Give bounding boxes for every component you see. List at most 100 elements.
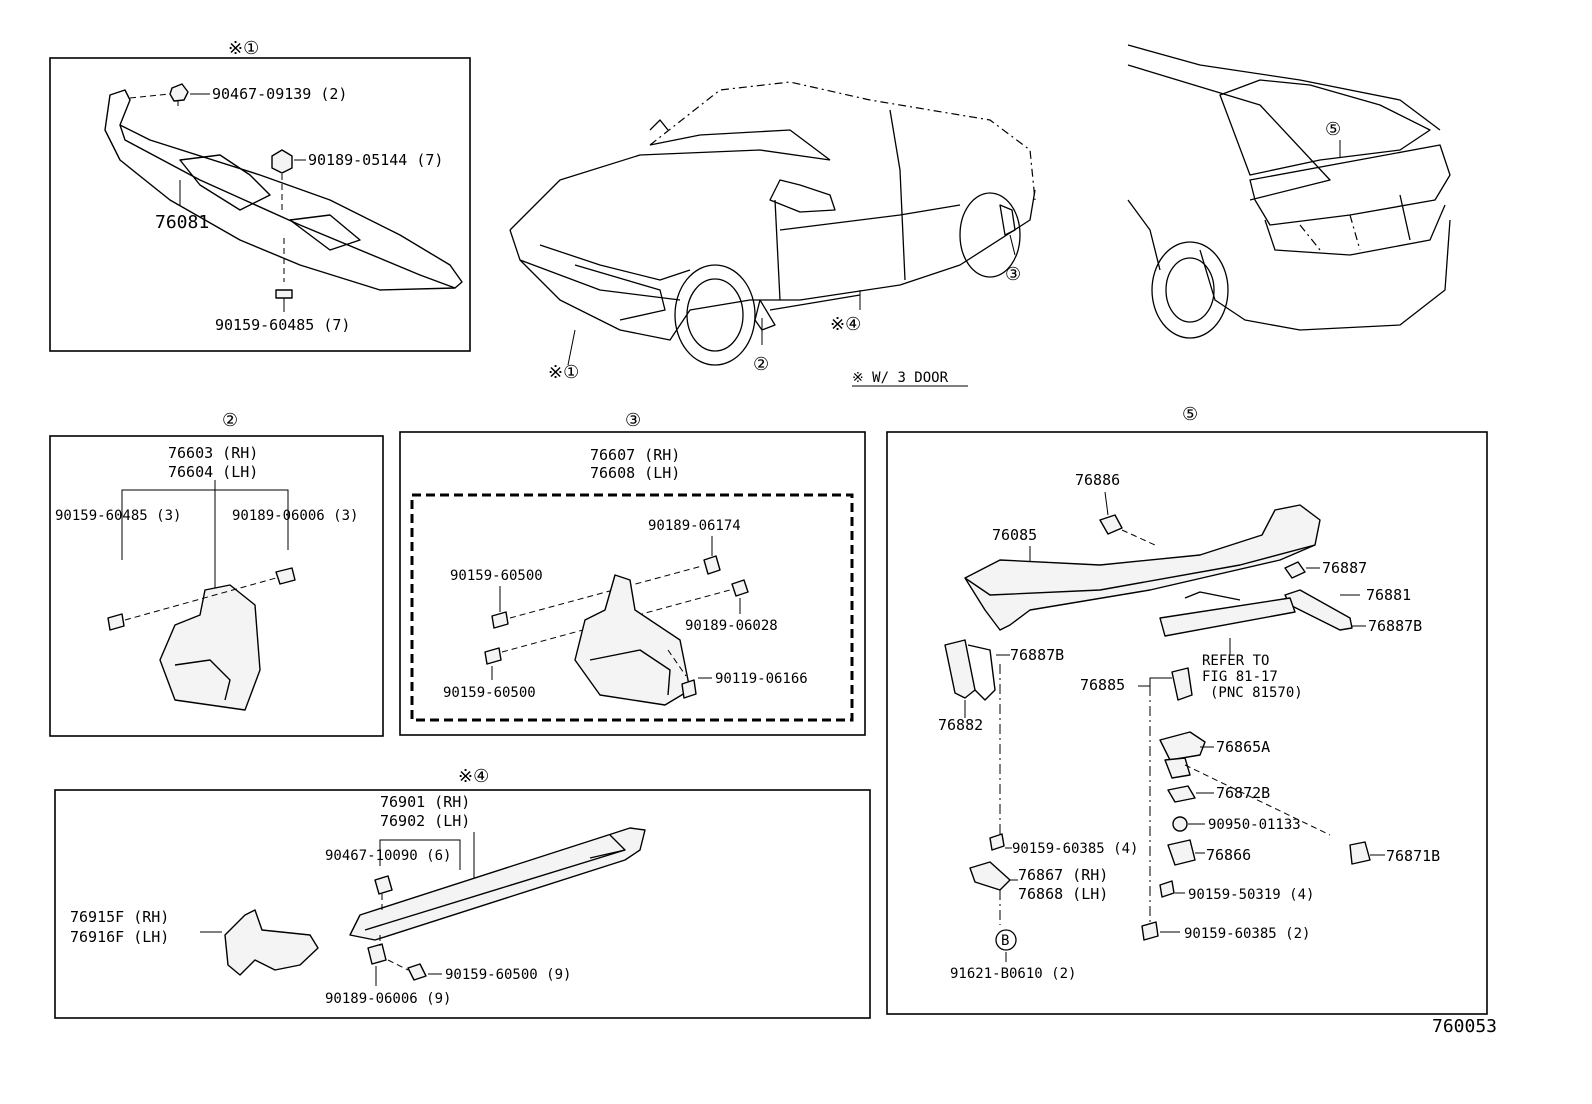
label-76871b: 76871B — [1386, 847, 1440, 865]
bolt-icon — [1159, 880, 1175, 898]
label-76866: 76866 — [1206, 846, 1251, 864]
nut-icon — [731, 579, 749, 597]
car-callout-4: ※④ — [830, 314, 861, 335]
refer-line-3: (PNC 81570) — [1210, 685, 1303, 701]
label-90159-60500-top: 90159-60500 — [450, 568, 543, 584]
section-mark-4: ※④ — [458, 766, 489, 787]
grommet-icon — [1171, 667, 1193, 701]
label-76085: 76085 — [992, 526, 1037, 544]
label-76887b-right: 76887B — [1368, 617, 1422, 635]
label-76916f: 76916F (LH) — [70, 928, 169, 946]
label-90189-05144: 90189-05144 (7) — [308, 151, 443, 169]
nut-icon — [275, 567, 296, 585]
label-76882: 76882 — [938, 716, 983, 734]
label-76886: 76886 — [1075, 471, 1120, 489]
refer-line-2: FIG 81-17 — [1202, 669, 1278, 685]
label-90159-60500-bottom: 90159-60500 — [443, 685, 536, 701]
panel-5-frame — [886, 431, 1488, 1015]
bolt-mark-b: B — [1001, 933, 1009, 949]
front-spoiler-part — [104, 89, 463, 291]
label-90159-60485-p1: 90159-60485 (7) — [215, 316, 350, 334]
panel-1-frame — [49, 57, 471, 352]
label-90159-50319: 90159-50319 (4) — [1188, 887, 1314, 903]
label-90950-01133: 90950-01133 — [1208, 817, 1301, 833]
label-76915f: 76915F (RH) — [70, 908, 169, 926]
bolt-icon — [491, 611, 509, 629]
label-90189-06028: 90189-06028 — [685, 618, 778, 634]
car-rear-illustration — [1127, 44, 1451, 339]
stay-icon — [1167, 839, 1196, 866]
pad-icon — [1284, 561, 1306, 579]
rear-mudguard-part — [574, 574, 691, 706]
label-90159-60500-p4: 90159-60500 (9) — [445, 967, 571, 983]
bolt-icon — [107, 613, 125, 631]
panel-2-frame — [49, 435, 384, 737]
section-mark-5: ⑤ — [1182, 404, 1198, 425]
bolt-icon — [275, 289, 293, 312]
front-mudguard-part — [159, 584, 261, 711]
label-90467-10090: 90467-10090 (6) — [325, 848, 451, 864]
car-callout-2: ② — [753, 354, 769, 375]
nut-icon — [271, 149, 293, 174]
stop-lamp-part — [1159, 591, 1296, 637]
label-76881: 76881 — [1366, 586, 1411, 604]
refer-line-1: REFER TO — [1202, 653, 1269, 669]
bolt-icon — [407, 963, 427, 981]
car-front-illustration — [509, 81, 1036, 366]
label-90119-06166: 90119-06166 — [715, 671, 808, 687]
nut-icon — [367, 943, 387, 965]
label-76902: 76902 (LH) — [380, 812, 470, 830]
section-mark-1: ※① — [228, 38, 259, 59]
bolt-icon — [484, 647, 502, 665]
gasket-icon — [1167, 785, 1196, 803]
label-76608: 76608 (LH) — [590, 464, 680, 482]
label-76603: 76603 (RH) — [168, 444, 258, 462]
label-76867: 76867 (RH) — [1018, 866, 1108, 884]
rocker-moulding-part — [349, 827, 646, 941]
bolt-icon — [989, 833, 1005, 851]
diagram-number: 760053 — [1432, 1016, 1497, 1037]
side-flap-part — [224, 909, 319, 976]
bolt-icon — [1141, 921, 1159, 941]
section-mark-3: ③ — [625, 410, 641, 431]
label-76865a: 76865A — [1216, 738, 1270, 756]
nut-icon — [703, 555, 721, 575]
left-seal-part — [944, 639, 996, 701]
clip-icon — [374, 875, 393, 895]
car-callout-5: ⑤ — [1325, 119, 1341, 140]
label-76081: 76081 — [155, 212, 209, 233]
label-90159-60485-p2: 90159-60485 (3) — [55, 508, 181, 524]
label-76885: 76885 — [1080, 676, 1125, 694]
right-seal-part — [1284, 589, 1353, 631]
label-90189-06006-p2: 90189-06006 (3) — [232, 508, 358, 524]
screw-icon — [681, 679, 697, 699]
label-90189-06174: 90189-06174 — [648, 518, 741, 534]
panel-4-frame — [54, 789, 871, 1019]
label-76887: 76887 — [1322, 559, 1367, 577]
panel-3-frame — [399, 431, 866, 736]
cap-icon — [1349, 841, 1371, 865]
three-door-note: ※ W/ 3 DOOR — [852, 370, 949, 386]
section-mark-2: ② — [222, 410, 238, 431]
car-callout-1: ※① — [548, 362, 579, 383]
label-76901: 76901 (RH) — [380, 793, 470, 811]
label-90159-60385-4: 90159-60385 (4) — [1012, 841, 1138, 857]
rear-spoiler-part — [964, 504, 1321, 631]
car-callout-3: ③ — [1005, 264, 1021, 285]
bracket-icon — [969, 861, 1011, 891]
washer-icon — [1172, 816, 1188, 832]
clip-icon — [169, 83, 189, 106]
bolt-mark-circle — [995, 929, 1017, 951]
label-90159-60385-2: 90159-60385 (2) — [1184, 926, 1310, 942]
label-76868: 76868 (LH) — [1018, 885, 1108, 903]
label-76607: 76607 (RH) — [590, 446, 680, 464]
label-76872b: 76872B — [1216, 784, 1270, 802]
label-90467-09139: 90467-09139 (2) — [212, 85, 347, 103]
hinge-icon — [1159, 731, 1206, 761]
cover-icon — [1164, 757, 1191, 779]
label-91621-b0610: 91621-B0610 (2) — [950, 966, 1076, 982]
panel-3-inner-frame — [410, 493, 854, 722]
label-90189-06006-p4: 90189-06006 (9) — [325, 991, 451, 1007]
